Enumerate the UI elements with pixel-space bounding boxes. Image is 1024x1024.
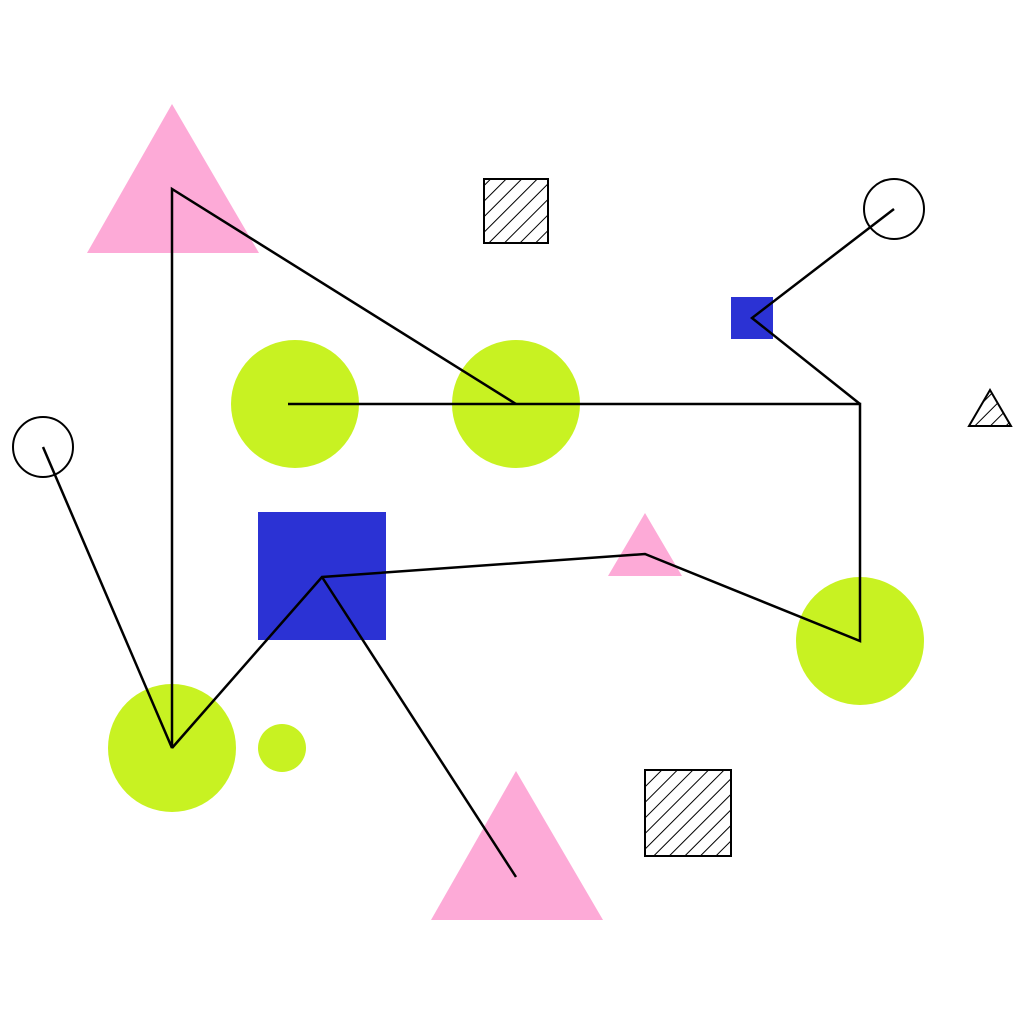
connector-line-left (41, 186, 517, 749)
lime-circle-small (258, 724, 306, 772)
hatched-square-bottom (644, 769, 732, 857)
hatched-square-top (483, 178, 549, 244)
hatched-triangle-small (967, 388, 1013, 427)
connector-line-bottom (320, 576, 518, 878)
connector-line-top-right (749, 208, 895, 405)
outline-circle-left (12, 416, 74, 478)
outline-circle-top-right (863, 178, 925, 240)
pink-triangle-small-center (608, 513, 682, 576)
pink-triangle-large-bottom (431, 771, 603, 920)
connector-line-main (171, 402, 862, 749)
